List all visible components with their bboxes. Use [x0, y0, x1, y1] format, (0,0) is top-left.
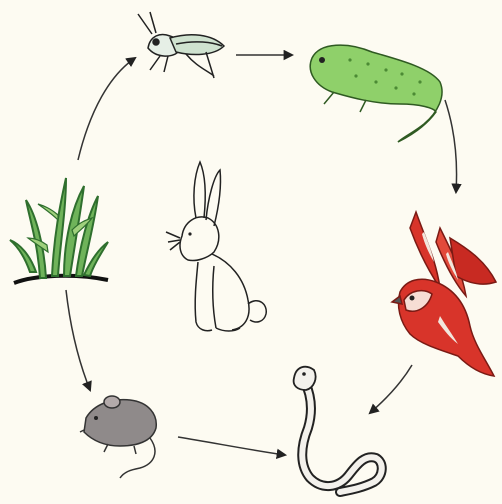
- grass-icon: [10, 178, 108, 283]
- arrow-grass-to-grasshopper: [78, 58, 135, 160]
- arrow-grass-to-mouse: [66, 290, 90, 390]
- arrow-mouse-to-snake: [178, 437, 285, 455]
- bird-icon: [392, 212, 496, 376]
- arrow-lizard-to-bird: [445, 100, 457, 192]
- grasshopper-icon: [138, 12, 224, 78]
- arrow-bird-to-snake: [370, 365, 412, 413]
- snake-icon: [294, 367, 382, 492]
- food-web-arrows: [66, 55, 457, 455]
- rabbit-icon: [166, 162, 266, 331]
- lizard-icon: [310, 45, 442, 142]
- mouse-icon: [80, 396, 156, 478]
